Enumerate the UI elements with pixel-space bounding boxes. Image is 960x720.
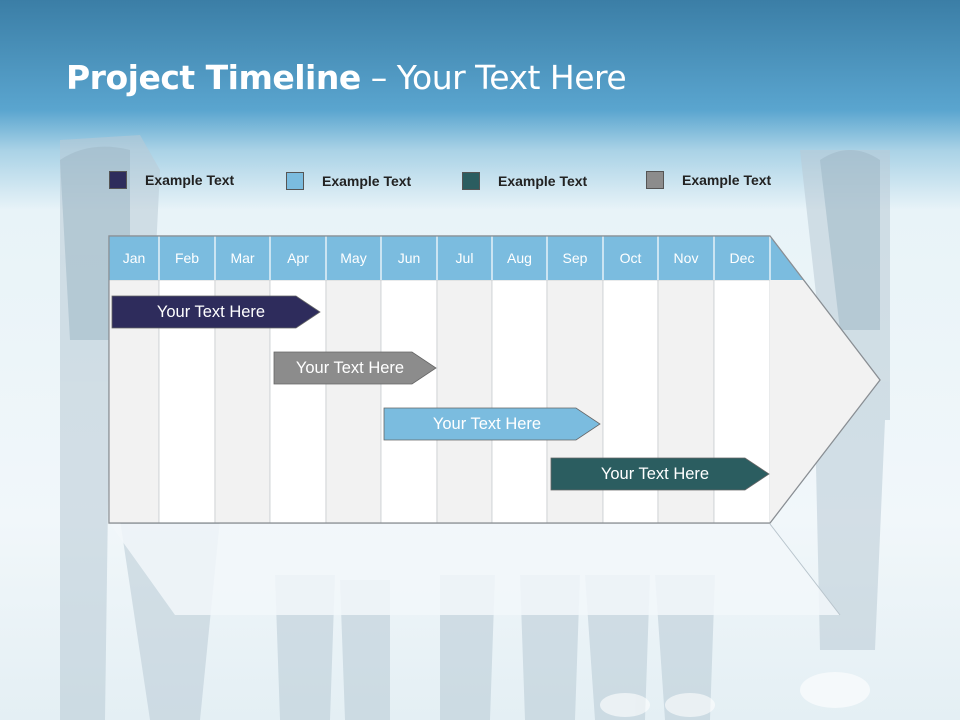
task-bar-4 (550, 457, 770, 491)
month-label-apr: Apr (287, 250, 309, 266)
legend-item-3: Example Text (462, 172, 587, 190)
legend-swatch-4 (646, 171, 664, 189)
legend-swatch-1 (109, 171, 127, 189)
task-bar-3 (383, 407, 601, 441)
month-label-oct: Oct (619, 250, 642, 266)
legend-label-1: Example Text (145, 172, 235, 188)
legend-swatch-2 (286, 172, 304, 190)
month-column-jul (436, 279, 493, 524)
task-bars (111, 295, 770, 491)
month-label-feb: Feb (174, 250, 200, 266)
legend-label-4: Example Text (682, 172, 772, 188)
page-title: Project Timeline – Your Text Here (66, 58, 627, 97)
month-header-band (109, 236, 803, 280)
month-column-may (325, 279, 382, 524)
month-label-mar: Mar (230, 250, 255, 266)
month-column-aug (491, 279, 548, 524)
task-bar-label-4: Your Text Here (600, 465, 710, 483)
month-label-nov: Nov (673, 250, 699, 266)
task-bar-2 (273, 351, 437, 385)
month-label-jul: Jul (455, 250, 474, 266)
month-label-may: May (340, 250, 367, 266)
task-bar-label-1: Your Text Here (156, 303, 266, 321)
title-rest: – Your Text Here (360, 58, 627, 97)
month-label-jan: Jan (122, 250, 146, 266)
month-label-aug: Aug (507, 250, 532, 266)
month-column-jun (380, 279, 438, 524)
legend-item-4: Example Text (646, 171, 771, 189)
month-label-jun: Jun (397, 250, 421, 266)
legend-label-2: Example Text (322, 173, 412, 189)
month-label-dec: Dec (729, 250, 755, 266)
task-bar-1 (111, 295, 321, 329)
task-bar-label-3: Your Text Here (432, 415, 542, 433)
legend-swatch-3 (462, 172, 480, 190)
task-bar-label-2: Your Text Here (295, 359, 405, 377)
legend-label-3: Example Text (498, 173, 588, 189)
legend-item-1: Example Text (109, 171, 234, 189)
month-label-sep: Sep (562, 250, 588, 266)
title-bold: Project Timeline (66, 58, 361, 97)
legend-item-2: Example Text (286, 172, 411, 190)
